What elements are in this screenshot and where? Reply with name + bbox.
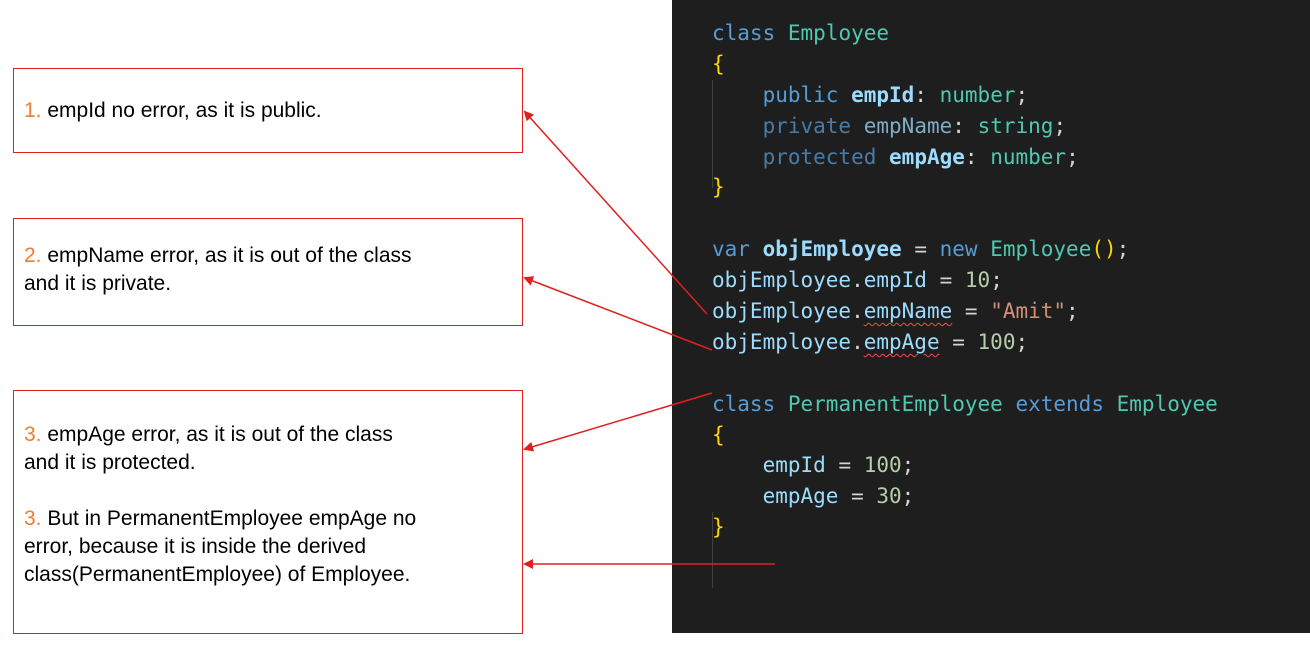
error-squiggle: empName bbox=[863, 299, 953, 324]
indent-guide bbox=[712, 512, 713, 588]
note-text: and it is protected. bbox=[24, 451, 196, 474]
note-number: 2. bbox=[24, 244, 42, 267]
code-line: var objEmployee = new Employee(); bbox=[712, 237, 1130, 262]
code-line: { bbox=[712, 51, 725, 76]
code-line bbox=[712, 203, 1310, 234]
note-text: class(PermanentEmployee) of Employee. bbox=[24, 563, 411, 586]
code-line: objEmployee.empName = "Amit"; bbox=[712, 299, 1079, 324]
note-text: empName error, as it is out of the class bbox=[41, 244, 412, 267]
note-text: empAge error, as it is out of the class bbox=[41, 423, 393, 446]
code-line: objEmployee.empId = 10; bbox=[712, 268, 1003, 293]
code-line: empId = 100; bbox=[762, 453, 915, 478]
code-line: class PermanentEmployee extends Employee bbox=[712, 391, 1218, 416]
note-text: and it is private. bbox=[24, 272, 172, 295]
note-empname-private: 2. empName error, as it is out of the cl… bbox=[13, 218, 523, 326]
code-line: public empId: number; bbox=[762, 82, 1029, 107]
note-empid-public: 1. empId no error, as it is public. bbox=[13, 68, 523, 153]
note-number: 1. bbox=[24, 99, 42, 122]
note-text: empId no error, as it is public. bbox=[41, 99, 322, 122]
code-line: objEmployee.empAge = 100; bbox=[712, 329, 1029, 354]
code-line bbox=[712, 358, 1310, 389]
note-text: error, because it is inside the derived bbox=[24, 535, 367, 558]
note-number: 3. bbox=[24, 507, 42, 530]
note-empage-protected: 3. empAge error, as it is out of the cla… bbox=[13, 390, 523, 634]
code-line: } bbox=[712, 515, 725, 540]
code-line: class Employee bbox=[712, 21, 890, 45]
note-number: 3. bbox=[24, 423, 42, 446]
indent-guide bbox=[712, 80, 713, 188]
code-line: } bbox=[712, 175, 725, 200]
note-text: But in PermanentEmployee empAge no bbox=[41, 507, 417, 530]
code-line: { bbox=[712, 422, 725, 447]
code-line: protected empAge: number; bbox=[762, 144, 1079, 169]
code-line: private empName: string; bbox=[762, 113, 1067, 138]
code-editor: class Employee { public empId: number; pr… bbox=[672, 0, 1310, 633]
error-squiggle: empAge bbox=[863, 329, 940, 354]
code-line: empAge = 30; bbox=[762, 484, 915, 509]
